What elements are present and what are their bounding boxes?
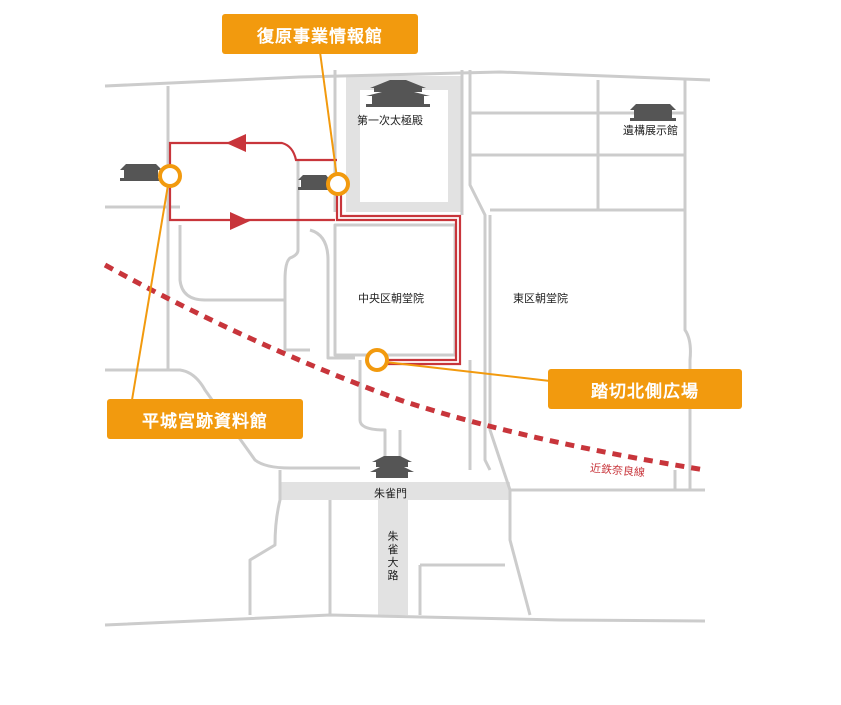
place-ikou: 遺構展示館 [623, 124, 678, 137]
building-icon-ikou [630, 104, 676, 121]
leader-lines [131, 51, 551, 401]
road-inner-west [283, 160, 310, 352]
wide-roads [280, 76, 510, 615]
route-arrow-west [226, 134, 246, 152]
leader-heijo [131, 184, 169, 401]
route-arrow-east [230, 212, 250, 230]
place-suzakumon: 朱雀門 [374, 487, 407, 500]
road-south-boundary [104, 613, 706, 627]
marker-fumikiri[interactable] [365, 348, 389, 372]
road-inner-west2 [309, 228, 355, 360]
route-lower [168, 176, 335, 222]
road-center-east [468, 70, 492, 471]
road-sw-block [248, 470, 282, 615]
suzaku-oji-road [378, 500, 408, 615]
marker-heijo-shiryokan[interactable] [158, 164, 182, 188]
walking-route [168, 141, 462, 366]
label-fukugen[interactable]: 復原事業情報館 [222, 14, 418, 54]
suzakumon-street [280, 482, 510, 500]
road-east-ns [488, 215, 532, 616]
leader-fumikiri [384, 361, 551, 382]
place-daigokuden: 第一次太極殿 [357, 114, 423, 127]
markers [158, 164, 389, 372]
place-chuo: 中央区朝堂院 [358, 292, 424, 305]
building-icon-suzakumon [370, 456, 414, 478]
road-center-south [358, 360, 387, 468]
place-higashi: 東区朝堂院 [513, 292, 568, 305]
daigokuden-inner [360, 90, 448, 202]
building-icon-heijo [120, 164, 162, 181]
label-fumikiri[interactable]: 踏切北側広場 [548, 369, 742, 409]
building-icon-fukugen [298, 175, 330, 190]
route-upper [168, 141, 337, 175]
road-east-ns3 [683, 80, 692, 490]
label-heijo-shiryokan[interactable]: 平城宮跡資料館 [107, 399, 303, 439]
route-loop [335, 186, 458, 362]
railway-line [103, 262, 706, 473]
marker-fukugen[interactable] [326, 172, 350, 196]
leader-fukugen [319, 51, 338, 179]
place-suzaku-oji: 朱雀大路 [387, 530, 399, 582]
road-north-boundary [104, 70, 711, 88]
route-loop-inner [339, 186, 462, 366]
building-icon-daigokuden [366, 80, 430, 107]
road-west-block [178, 225, 285, 302]
